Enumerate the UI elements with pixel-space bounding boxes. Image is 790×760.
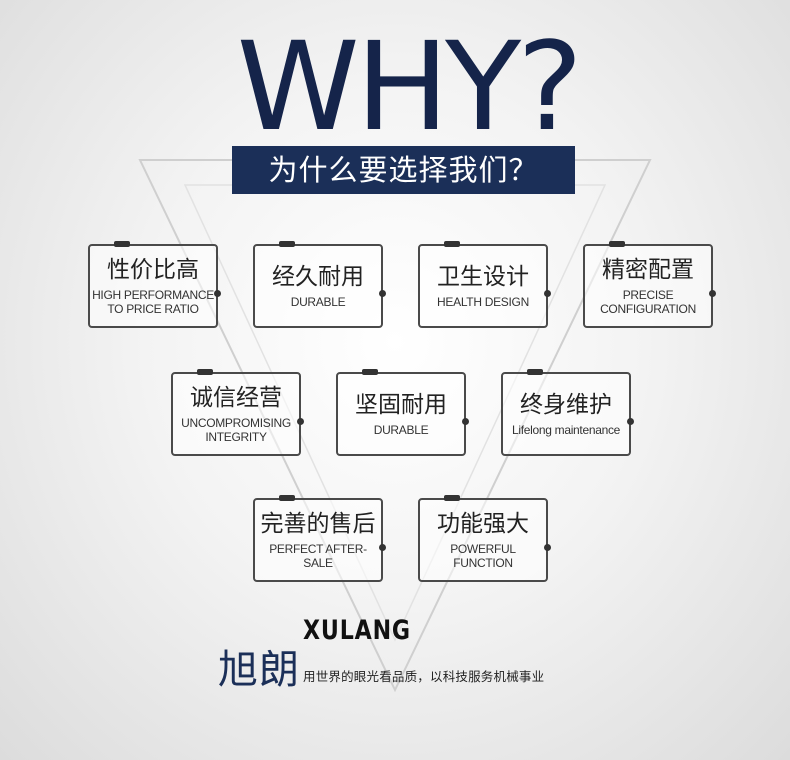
feature-title: 终身维护 (520, 392, 612, 418)
feature-card-health-design: 卫生设计 HEALTH DESIGN (418, 241, 551, 328)
feature-subtitle: PRECISE CONFIGURATION (600, 288, 696, 316)
card-tab-decoration (527, 369, 543, 375)
feature-card-powerful-function: 功能强大 POWERFUL FUNCTION (418, 495, 551, 582)
feature-subtitle: DURABLE (290, 295, 346, 309)
card-dot-decoration (627, 418, 634, 425)
feature-card-integrity: 诚信经营 UNCOMPROMISING INTEGRITY (171, 369, 304, 456)
feature-subtitle: PERFECT AFTER-SALE (269, 542, 367, 570)
brand-name-english: XULANG (303, 615, 411, 646)
feature-title: 功能强大 (437, 511, 529, 537)
card-tab-decoration (444, 495, 460, 501)
card-dot-decoration (709, 290, 716, 297)
card-tab-decoration (362, 369, 378, 375)
feature-subtitle: HIGH PERFORMANCE TO PRICE RATIO (92, 288, 214, 316)
why-title: WHY? (236, 16, 583, 158)
card-dot-decoration (544, 290, 551, 297)
card-tab-decoration (444, 241, 460, 247)
feature-title: 精密配置 (602, 257, 694, 283)
feature-card-sturdy: 坚固耐用 DURABLE (336, 369, 469, 456)
card-dot-decoration (544, 544, 551, 551)
feature-subtitle: HEALTH DESIGN (437, 295, 529, 309)
feature-subtitle: POWERFUL FUNCTION (450, 542, 516, 570)
brand-name-chinese: 旭朗 (218, 647, 300, 693)
card-tab-decoration (114, 241, 130, 247)
card-dot-decoration (297, 418, 304, 425)
feature-card-after-sale: 完善的售后 PERFECT AFTER-SALE (253, 495, 386, 582)
card-tab-decoration (279, 241, 295, 247)
feature-card-durable: 经久耐用 DURABLE (253, 241, 386, 328)
card-tab-decoration (279, 495, 295, 501)
feature-card-lifelong-maintenance: 终身维护 Lifelong maintenance (501, 369, 634, 456)
card-tab-decoration (609, 241, 625, 247)
feature-card-precise-configuration: 精密配置 PRECISE CONFIGURATION (583, 241, 716, 328)
feature-title: 完善的售后 (260, 511, 376, 537)
feature-title: 经久耐用 (272, 264, 364, 290)
feature-title: 性价比高 (107, 257, 199, 283)
card-dot-decoration (379, 290, 386, 297)
feature-card-high-performance: 性价比高 HIGH PERFORMANCE TO PRICE RATIO (88, 241, 221, 328)
subtitle-banner: 为什么要选择我们？ (232, 146, 575, 194)
feature-subtitle: Lifelong maintenance (511, 423, 621, 437)
card-dot-decoration (462, 418, 469, 425)
feature-subtitle: UNCOMPROMISING INTEGRITY (181, 416, 291, 444)
feature-title: 坚固耐用 (355, 392, 447, 418)
card-dot-decoration (379, 544, 386, 551)
feature-title: 诚信经营 (190, 385, 282, 411)
card-dot-decoration (214, 290, 221, 297)
brand-tagline: 用世界的眼光看品质，以科技服务机械事业 (303, 669, 545, 684)
feature-subtitle: DURABLE (373, 423, 429, 437)
card-tab-decoration (197, 369, 213, 375)
feature-title: 卫生设计 (437, 264, 529, 290)
